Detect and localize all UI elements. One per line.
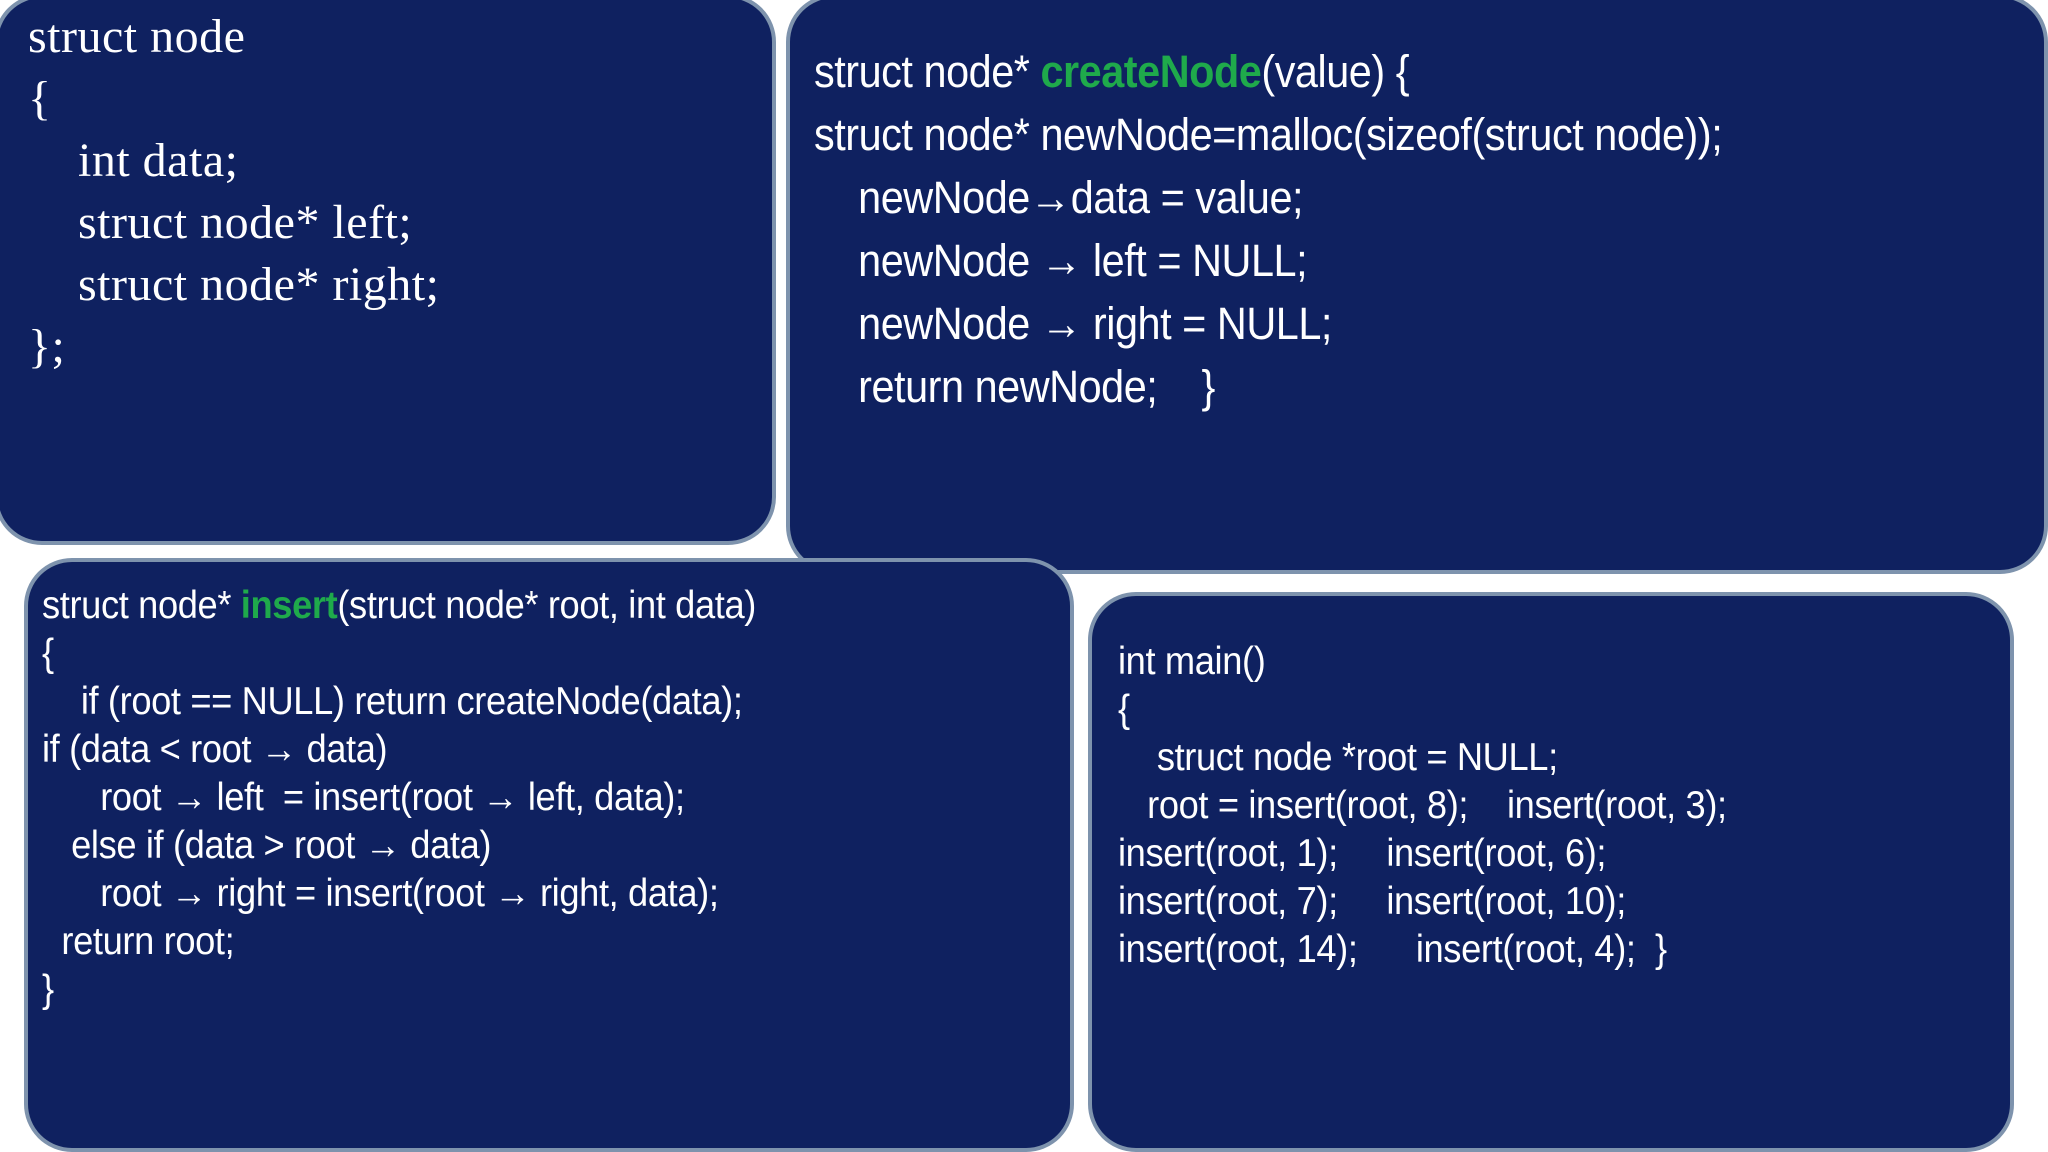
code-line-signature: struct node* insert(struct node* root, i… <box>42 582 998 630</box>
signature-prefix: struct node* <box>42 584 241 627</box>
code-card-create-node: struct node* createNode(value) { struct … <box>786 0 2048 574</box>
code-card-main: int main() { struct node *root = NULL; r… <box>1088 592 2014 1152</box>
code-line: struct node* left; <box>28 196 413 249</box>
code-line: return root; <box>42 920 235 963</box>
code-line: newNode → left = NULL; <box>814 235 1308 286</box>
function-name-insert: insert <box>240 584 338 627</box>
code-card-insert: struct node* insert(struct node* root, i… <box>24 558 1074 1152</box>
signature-suffix: (value) { <box>1261 46 1410 97</box>
code-line-signature: struct node* createNode(value) { <box>814 40 1946 103</box>
code-line: int main() <box>1118 640 1266 683</box>
signature-prefix: struct node* <box>814 46 1041 97</box>
code-line: newNode → right = NULL; <box>814 298 1332 349</box>
code-line: insert(root, 14); insert(root, 4); } <box>1118 928 1667 971</box>
code-line: struct node* newNode=malloc(sizeof(struc… <box>814 109 1723 160</box>
function-name-createnode: createNode <box>1040 46 1262 97</box>
code-line: else if (data > root → data) <box>42 824 492 867</box>
code-line: newNode→data = value; <box>814 172 1304 223</box>
code-line: { <box>28 72 52 125</box>
code-line: }; <box>28 320 66 373</box>
code-card-struct-node: struct node { int data; struct node* lef… <box>0 0 776 545</box>
code-line: return newNode; } <box>814 361 1215 412</box>
code-line: insert(root, 1); insert(root, 6); <box>1118 832 1607 875</box>
code-line: } <box>42 968 54 1011</box>
code-line: root → right = insert(root → right, data… <box>42 872 719 915</box>
code-line: { <box>1118 688 1130 731</box>
code-line: if (data < root → data) <box>42 728 388 771</box>
code-line: int data; <box>28 134 239 187</box>
code-line: struct node <box>28 10 246 63</box>
signature-suffix: (struct node* root, int data) <box>337 584 756 627</box>
code-line: { <box>42 632 54 675</box>
code-line: root = insert(root, 8); insert(root, 3); <box>1118 784 1727 827</box>
code-line: if (root == NULL) return createNode(data… <box>42 680 743 723</box>
code-line: struct node *root = NULL; <box>1118 736 1558 779</box>
code-line: insert(root, 7); insert(root, 10); <box>1118 880 1626 923</box>
code-line: struct node* right; <box>28 258 440 311</box>
code-line: root → left = insert(root → left, data); <box>42 776 685 819</box>
